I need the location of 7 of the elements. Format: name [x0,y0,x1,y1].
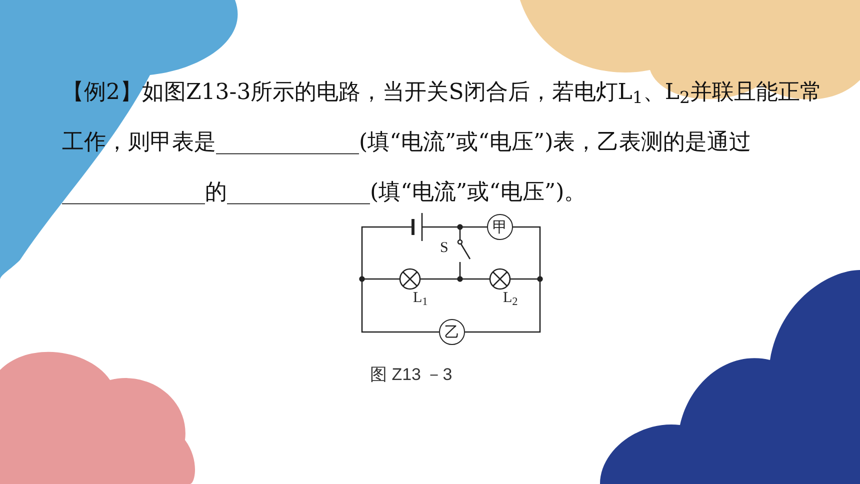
meter-symbol: 乙 [439,319,465,345]
meter-symbol: 甲 [487,214,513,240]
component-label: L$_{2}$ [503,290,518,306]
component-label: L$_{1}$ [413,290,428,306]
figure-caption: 图 Z13 －3 [370,364,452,386]
component-label: S [440,240,448,256]
question-text: 【例2】如图Z13-3所示的电路，当开关S闭合后，若电灯L$_{1}$、L$_{2}$并联且能正常工作，则甲表是_____________(填“电流”或“电压”)表，乙表测的是通过_____________的_____________(填“电流”或“电压”)。 [62,79,822,207]
